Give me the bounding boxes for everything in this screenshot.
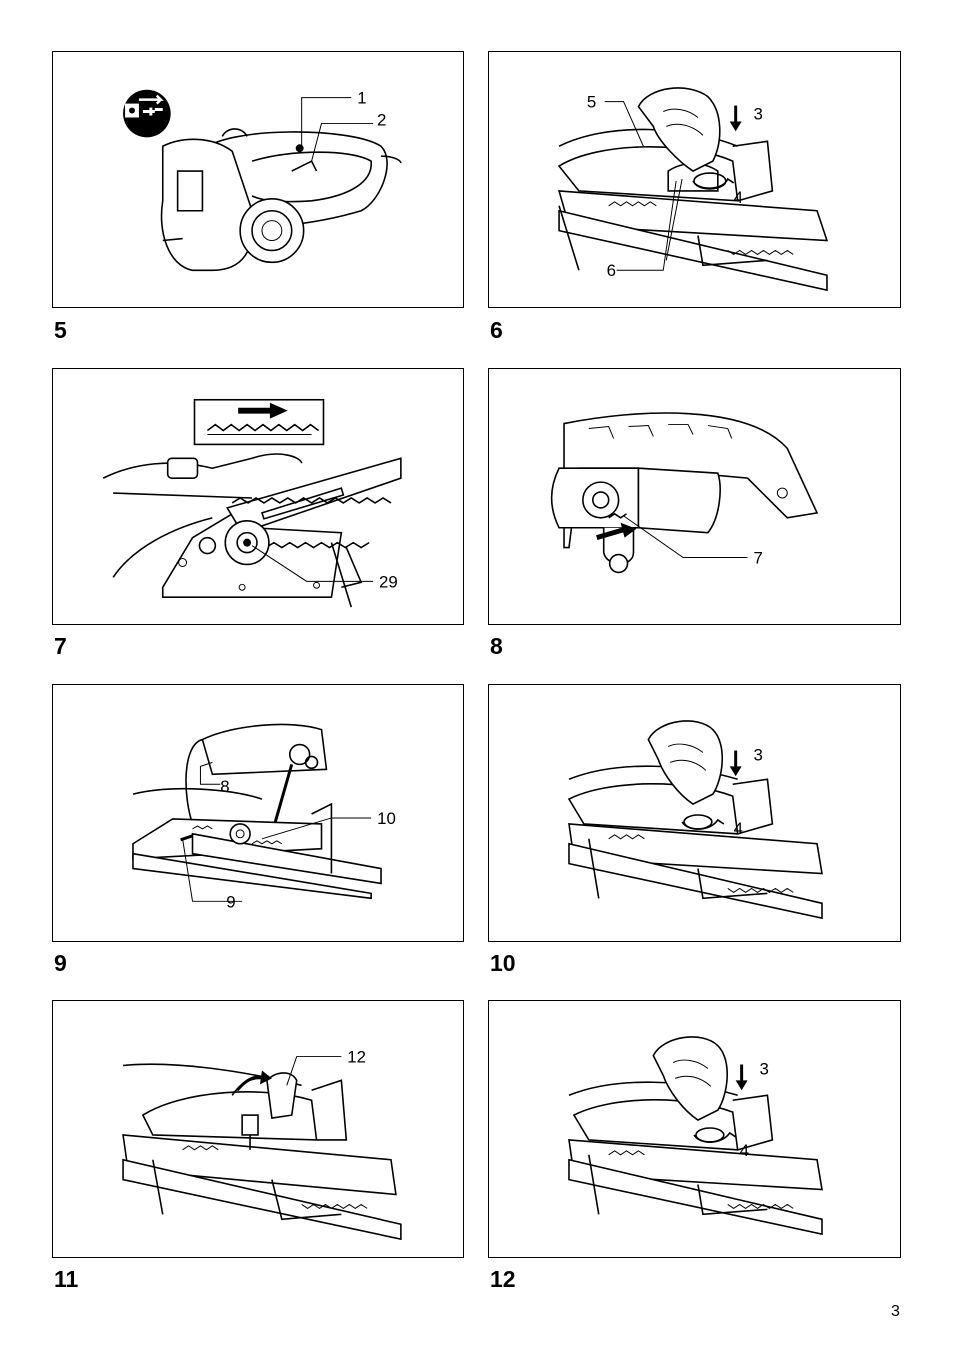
sprocket-cover-drawing: 5 3 4 6 [489, 52, 900, 307]
callout-label: 6 [607, 261, 616, 280]
callout-label: 12 [347, 1048, 366, 1067]
callout-label: 9 [226, 892, 235, 911]
callout-label: 7 [754, 548, 763, 567]
figure-number: 10 [490, 950, 516, 977]
cover-install-drawing: 8 10 9 [53, 685, 463, 941]
chainsaw-motor-drawing: 1 2 [53, 52, 463, 307]
callout-label: 4 [740, 1141, 749, 1160]
figure-8-illustration: 7 [488, 368, 901, 625]
figure-5-illustration: 1 2 [52, 51, 464, 308]
lever-fold-drawing: 12 [53, 1001, 463, 1257]
callout-label: 4 [734, 188, 743, 207]
figure-number: 8 [490, 633, 503, 660]
figure-10-illustration: 3 4 [488, 684, 901, 942]
chain-direction-drawing: 29 [53, 369, 463, 624]
figure-number: 7 [54, 633, 67, 660]
callout-label: 29 [379, 572, 398, 591]
figure-number: 6 [490, 317, 503, 344]
figure-6-illustration: 5 3 4 6 [488, 51, 901, 308]
figure-number: 5 [54, 317, 67, 344]
tension-screw-drawing: 7 [489, 369, 900, 624]
figure-number: 9 [54, 950, 67, 977]
callout-label: 8 [220, 777, 229, 796]
figure-9-illustration: 8 10 9 [52, 684, 464, 942]
callout-label: 1 [357, 89, 366, 108]
callout-label: 3 [754, 745, 763, 764]
figure-7-illustration: 29 [52, 368, 464, 625]
page-number: 3 [891, 1303, 900, 1321]
figure-11-illustration: 12 [52, 1000, 464, 1258]
callout-label: 3 [759, 1059, 768, 1078]
callout-label: 3 [754, 104, 763, 123]
final-tighten-drawing: 3 4 [489, 1001, 900, 1257]
nut-tighten-drawing: 3 4 [489, 685, 900, 941]
figure-12-illustration: 3 4 [488, 1000, 901, 1258]
callout-label: 10 [377, 809, 396, 828]
figure-number: 11 [54, 1266, 78, 1293]
figure-number: 12 [490, 1266, 516, 1293]
callout-label: 5 [587, 93, 596, 112]
callout-label: 4 [734, 819, 743, 838]
callout-label: 2 [377, 110, 386, 129]
